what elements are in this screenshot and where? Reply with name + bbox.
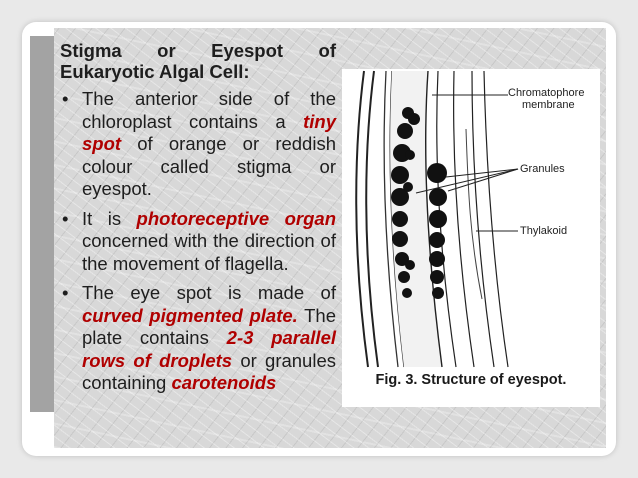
slide-heading-line1: Stigma or Eyespot of (60, 40, 336, 61)
thylakoid-label: Thylakoid (520, 225, 568, 237)
highlight-text: carotenoids (171, 372, 277, 393)
bullet-dot: • (62, 88, 69, 109)
eyespot-diagram (355, 70, 519, 368)
highlight-text: photoreceptive organ (136, 207, 336, 229)
highlight-text: curved pigmented plate. (82, 304, 298, 326)
bullet-text: concerned with the direction of the move… (82, 230, 336, 274)
chromatophore-label-line2: membrane (522, 99, 575, 111)
eyespot-figure: Chromatophore membrane Granules Thylakoi… (342, 69, 600, 407)
highlight-text: tiny spot (82, 110, 336, 155)
chromatophore-label-line1: Chromatophore (508, 87, 585, 99)
highlight-text: 2-3 parallel rows of droplets (82, 327, 336, 371)
bullet-item: • The anterior side of the chloroplast c… (60, 88, 336, 201)
bullet-dot: • (62, 282, 69, 303)
figure-caption: Fig. 3. Structure of eyespot. (375, 372, 567, 388)
bullet-item: • The eye spot is made of curved pigment… (60, 282, 336, 395)
slide-text: Stigma or Eyespot of Eukaryotic Algal Ce… (60, 40, 336, 402)
slide-heading-line2: Eukaryotic Algal Cell: (60, 61, 250, 82)
granules-label: Granules (520, 163, 565, 175)
bullet-item: • It is photoreceptive organ concerned w… (60, 208, 336, 276)
bullet-text: or granules containing (82, 349, 336, 394)
bullet-text: It is (82, 207, 137, 229)
bullet-text: The eye spot is made of (82, 282, 336, 303)
bullet-text: of orange or reddish colour called stigm… (82, 133, 336, 199)
bullet-text: The anterior side of the chloroplast con… (82, 88, 336, 132)
bullet-list: • The anterior side of the chloroplast c… (60, 88, 336, 395)
bullet-text: The plate contains (82, 304, 337, 349)
bullet-dot: • (62, 207, 69, 229)
